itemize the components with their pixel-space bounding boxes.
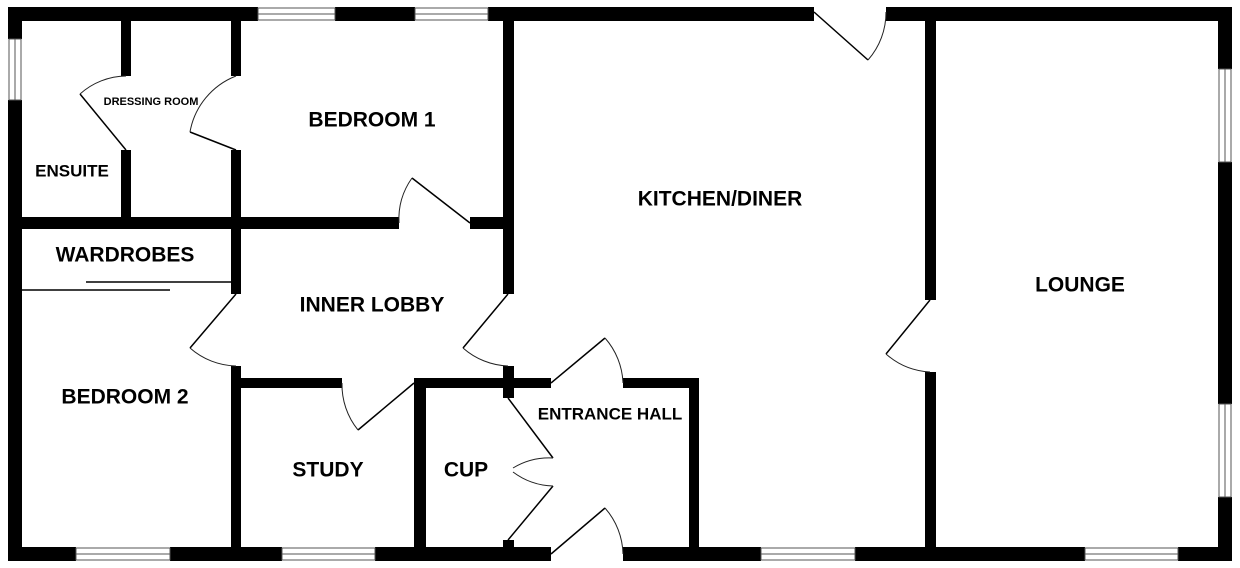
label-dressing-room: DRESSING ROOM bbox=[104, 96, 199, 108]
wall-bottom-1 bbox=[8, 547, 76, 561]
wall-dressing-bedroom1-top bbox=[231, 20, 241, 76]
label-kitchen-diner: KITCHEN/DINER bbox=[638, 188, 803, 211]
door-kitchen-external bbox=[813, 11, 887, 61]
wall-cup-entrance-top bbox=[503, 378, 514, 398]
wall-bottom-2 bbox=[170, 547, 282, 561]
wall-kitchen-lounge-top bbox=[925, 7, 936, 300]
door-dressing-ensuite bbox=[79, 75, 127, 151]
label-wardrobes: WARDROBES bbox=[56, 244, 195, 267]
label-entrance-hall: ENTRANCE HALL bbox=[538, 404, 683, 423]
door-lobby-kitchen bbox=[462, 293, 509, 367]
wall-cup-entrance-bottom bbox=[503, 540, 514, 561]
door-bedroom1-lobby bbox=[398, 177, 471, 224]
wall-ensuite-dressing-bottom bbox=[121, 150, 131, 220]
wall-top-4 bbox=[886, 7, 1232, 21]
wall-entrance-right bbox=[689, 378, 699, 561]
wall-top-1 bbox=[8, 7, 258, 21]
wall-top-3 bbox=[488, 7, 814, 21]
wall-entrance-top-right bbox=[623, 378, 699, 388]
doors bbox=[79, 11, 931, 555]
wall-right-3 bbox=[1218, 497, 1232, 561]
interior-walls bbox=[8, 7, 936, 561]
label-cup: CUP bbox=[444, 459, 488, 482]
wall-lobby-bottom-right bbox=[414, 378, 551, 388]
wall-right-2 bbox=[1218, 162, 1232, 404]
wall-bottom-5 bbox=[855, 547, 1085, 561]
wall-bedroom1-bottom-right bbox=[470, 217, 513, 229]
windows bbox=[8, 7, 1232, 561]
label-ensuite: ENSUITE bbox=[35, 161, 109, 180]
door-kitchen-lounge bbox=[885, 299, 931, 373]
wall-right-1 bbox=[1218, 7, 1232, 69]
wall-bottom-3 bbox=[375, 547, 551, 561]
wall-top-2 bbox=[335, 7, 415, 21]
wall-ensuite-dressing-top bbox=[121, 20, 131, 76]
label-bedroom-1: BEDROOM 1 bbox=[308, 109, 436, 132]
wall-bedroom2-lobby bbox=[231, 366, 241, 561]
label-bedroom-2: BEDROOM 2 bbox=[61, 386, 188, 409]
wall-left-1 bbox=[8, 7, 22, 39]
door-front-entrance bbox=[550, 507, 624, 555]
label-inner-lobby: INNER LOBBY bbox=[300, 294, 445, 317]
door-cupboard bbox=[507, 397, 554, 541]
wall-dressing-bedroom1-bottom bbox=[231, 150, 241, 228]
room-labels: DRESSING ROOM BEDROOM 1 ENSUITE KITCHEN/… bbox=[35, 96, 1125, 482]
wall-left-2 bbox=[8, 100, 22, 561]
wall-wardrobes-right bbox=[231, 228, 241, 294]
wardrobe-rails bbox=[22, 281, 232, 291]
wall-lobby-bottom-left bbox=[231, 378, 342, 388]
wall-bedroom1-kitchen bbox=[503, 20, 514, 294]
door-study-lobby bbox=[341, 382, 415, 431]
door-bedroom1-dressing bbox=[189, 75, 237, 151]
door-entrance-kitchen bbox=[550, 337, 624, 384]
label-lounge: LOUNGE bbox=[1035, 274, 1125, 297]
door-bedroom2-lobby bbox=[189, 293, 237, 367]
wall-kitchen-lounge-bottom bbox=[925, 372, 936, 561]
wall-study-cup bbox=[414, 378, 426, 561]
wall-bedroom1-bottom-left bbox=[8, 217, 399, 229]
wall-lobby-right-stub bbox=[503, 366, 514, 388]
label-study: STUDY bbox=[292, 459, 363, 482]
